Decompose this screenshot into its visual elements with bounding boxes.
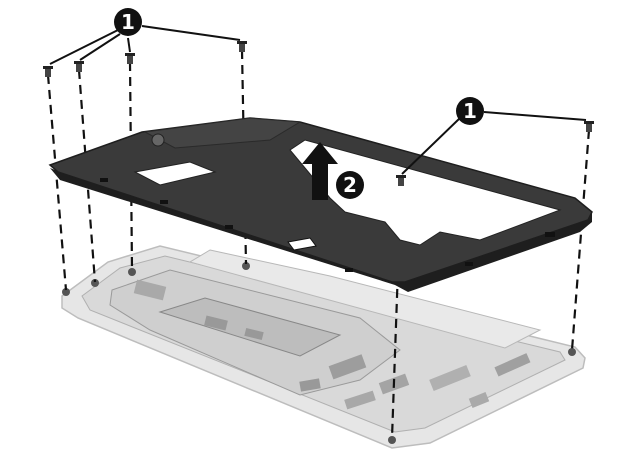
leader-line <box>401 117 461 175</box>
cover-cutout-small <box>133 161 217 186</box>
screw-icon <box>237 41 247 52</box>
cover-port <box>287 237 317 251</box>
standoff <box>91 279 99 287</box>
screw-icon <box>584 121 594 132</box>
cover-notch <box>100 178 108 182</box>
leader-line <box>49 29 119 65</box>
battery <box>188 249 542 349</box>
up-arrow-icon <box>302 142 338 200</box>
screw-icon <box>125 53 135 64</box>
alignment-line <box>570 129 591 351</box>
leader-line <box>483 111 587 121</box>
board-shield <box>158 297 342 357</box>
cover-notch <box>225 225 233 229</box>
component <box>204 315 228 331</box>
component <box>429 364 471 392</box>
leader-line <box>127 37 131 53</box>
cover-notch <box>345 268 353 272</box>
cover-notch <box>545 232 555 237</box>
standoff <box>568 348 576 356</box>
camera-boss <box>151 133 165 147</box>
component <box>299 378 321 392</box>
cover-cutout-large <box>289 139 562 246</box>
component <box>244 327 264 341</box>
alignment-line <box>128 61 134 271</box>
standoff <box>128 268 136 276</box>
component <box>133 279 167 301</box>
alignment-line <box>390 183 403 439</box>
callout-lift-arrow: 2 <box>336 171 364 199</box>
component <box>344 390 376 410</box>
component <box>468 391 490 409</box>
screws <box>43 41 594 186</box>
cover-notch <box>465 262 473 266</box>
standoff <box>62 288 70 296</box>
screw-icon <box>43 66 53 77</box>
screw-icon <box>396 175 406 186</box>
cover-notch <box>160 200 168 204</box>
leader-lines <box>49 25 587 175</box>
cover-top-section <box>143 117 302 149</box>
lift-arrow <box>302 142 338 200</box>
alignment-line <box>46 74 68 291</box>
screw-icon <box>74 61 84 72</box>
standoff <box>242 262 250 270</box>
callout-label: 2 <box>343 173 357 197</box>
tablet-base <box>61 245 586 449</box>
callout-label: 1 <box>463 99 477 123</box>
component <box>328 354 367 380</box>
standoff <box>388 436 396 444</box>
callout-label: 1 <box>121 10 135 34</box>
component <box>494 353 531 377</box>
callout-screws-left: 1 <box>114 8 142 36</box>
callout-screws-right: 1 <box>456 97 484 125</box>
leader-line <box>79 33 121 61</box>
leader-line <box>141 25 241 41</box>
